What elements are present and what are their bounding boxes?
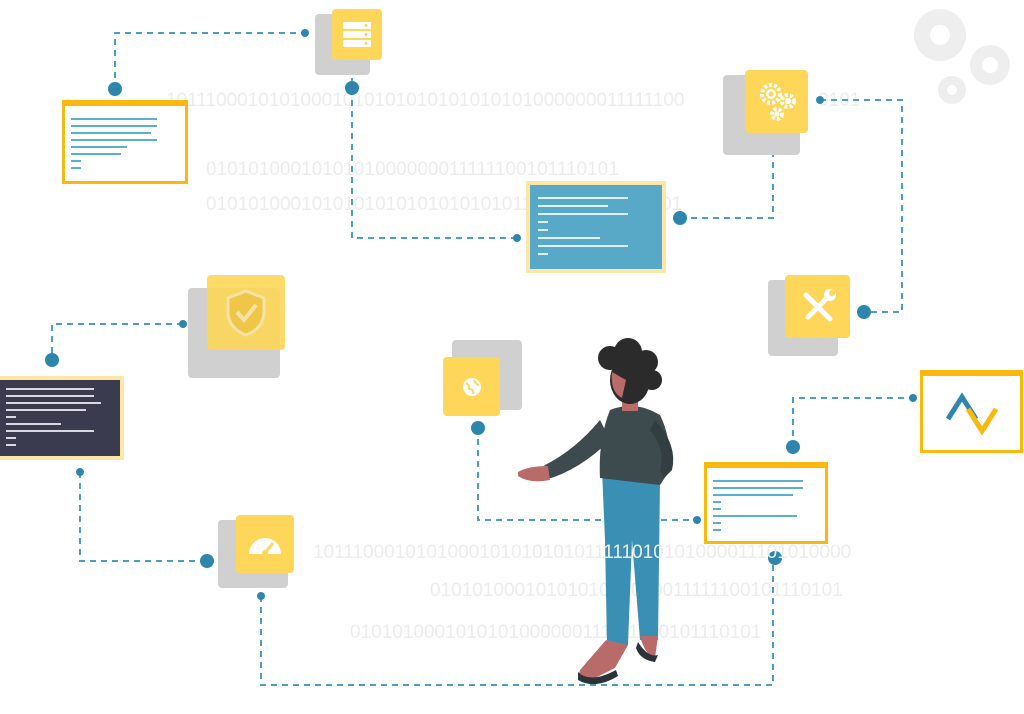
terminal-window-left — [0, 376, 124, 460]
tools-icon — [785, 275, 850, 338]
server-icon — [332, 9, 382, 60]
document-window-right — [704, 462, 828, 544]
binary-line: 0101010001010101000000011111100101110101 — [206, 159, 619, 180]
binary-line: 0101010001010101000000111111100101110101 — [350, 622, 761, 643]
binary-line: 1011100010101000101010101010101010100000… — [166, 90, 684, 111]
gauge-icon — [236, 515, 294, 573]
logo-icon — [945, 392, 998, 435]
faint-gears-icon — [914, 9, 1010, 104]
connector-lines — [51, 32, 913, 686]
logo-box — [920, 370, 1023, 453]
binary-background: 1011100010101000101010101010101010100000… — [166, 90, 860, 643]
document-window-top-left — [62, 100, 188, 184]
binary-line: 0101 — [818, 90, 860, 111]
globe-icon — [443, 357, 500, 416]
connector-dots — [45, 29, 917, 600]
shield-check-icon — [207, 275, 285, 350]
code-window-center — [526, 181, 666, 273]
gears-icon — [745, 70, 808, 133]
